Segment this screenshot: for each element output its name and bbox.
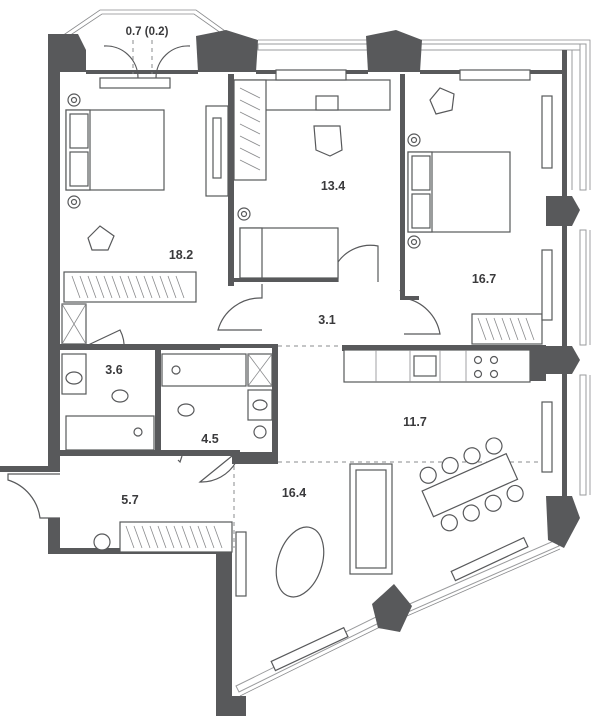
label-bedroom-left: 18.2 bbox=[169, 248, 193, 262]
label-bathroom-right: 4.5 bbox=[201, 432, 218, 446]
label-bedroom-right: 16.7 bbox=[472, 272, 496, 286]
room-labels: 0.7 (0.2) 18.2 13.4 16.7 3.1 3.6 4.5 11.… bbox=[105, 26, 496, 507]
label-kitchen: 11.7 bbox=[403, 415, 427, 429]
label-living: 16.4 bbox=[282, 486, 306, 500]
furniture bbox=[61, 69, 553, 672]
label-balcony: 0.7 (0.2) bbox=[126, 26, 169, 38]
label-bathroom-left: 3.6 bbox=[105, 363, 122, 377]
label-hall: 3.1 bbox=[318, 313, 335, 327]
label-bedroom-middle: 13.4 bbox=[321, 179, 345, 193]
doors bbox=[7, 45, 441, 519]
label-entrance: 5.7 bbox=[121, 493, 138, 507]
